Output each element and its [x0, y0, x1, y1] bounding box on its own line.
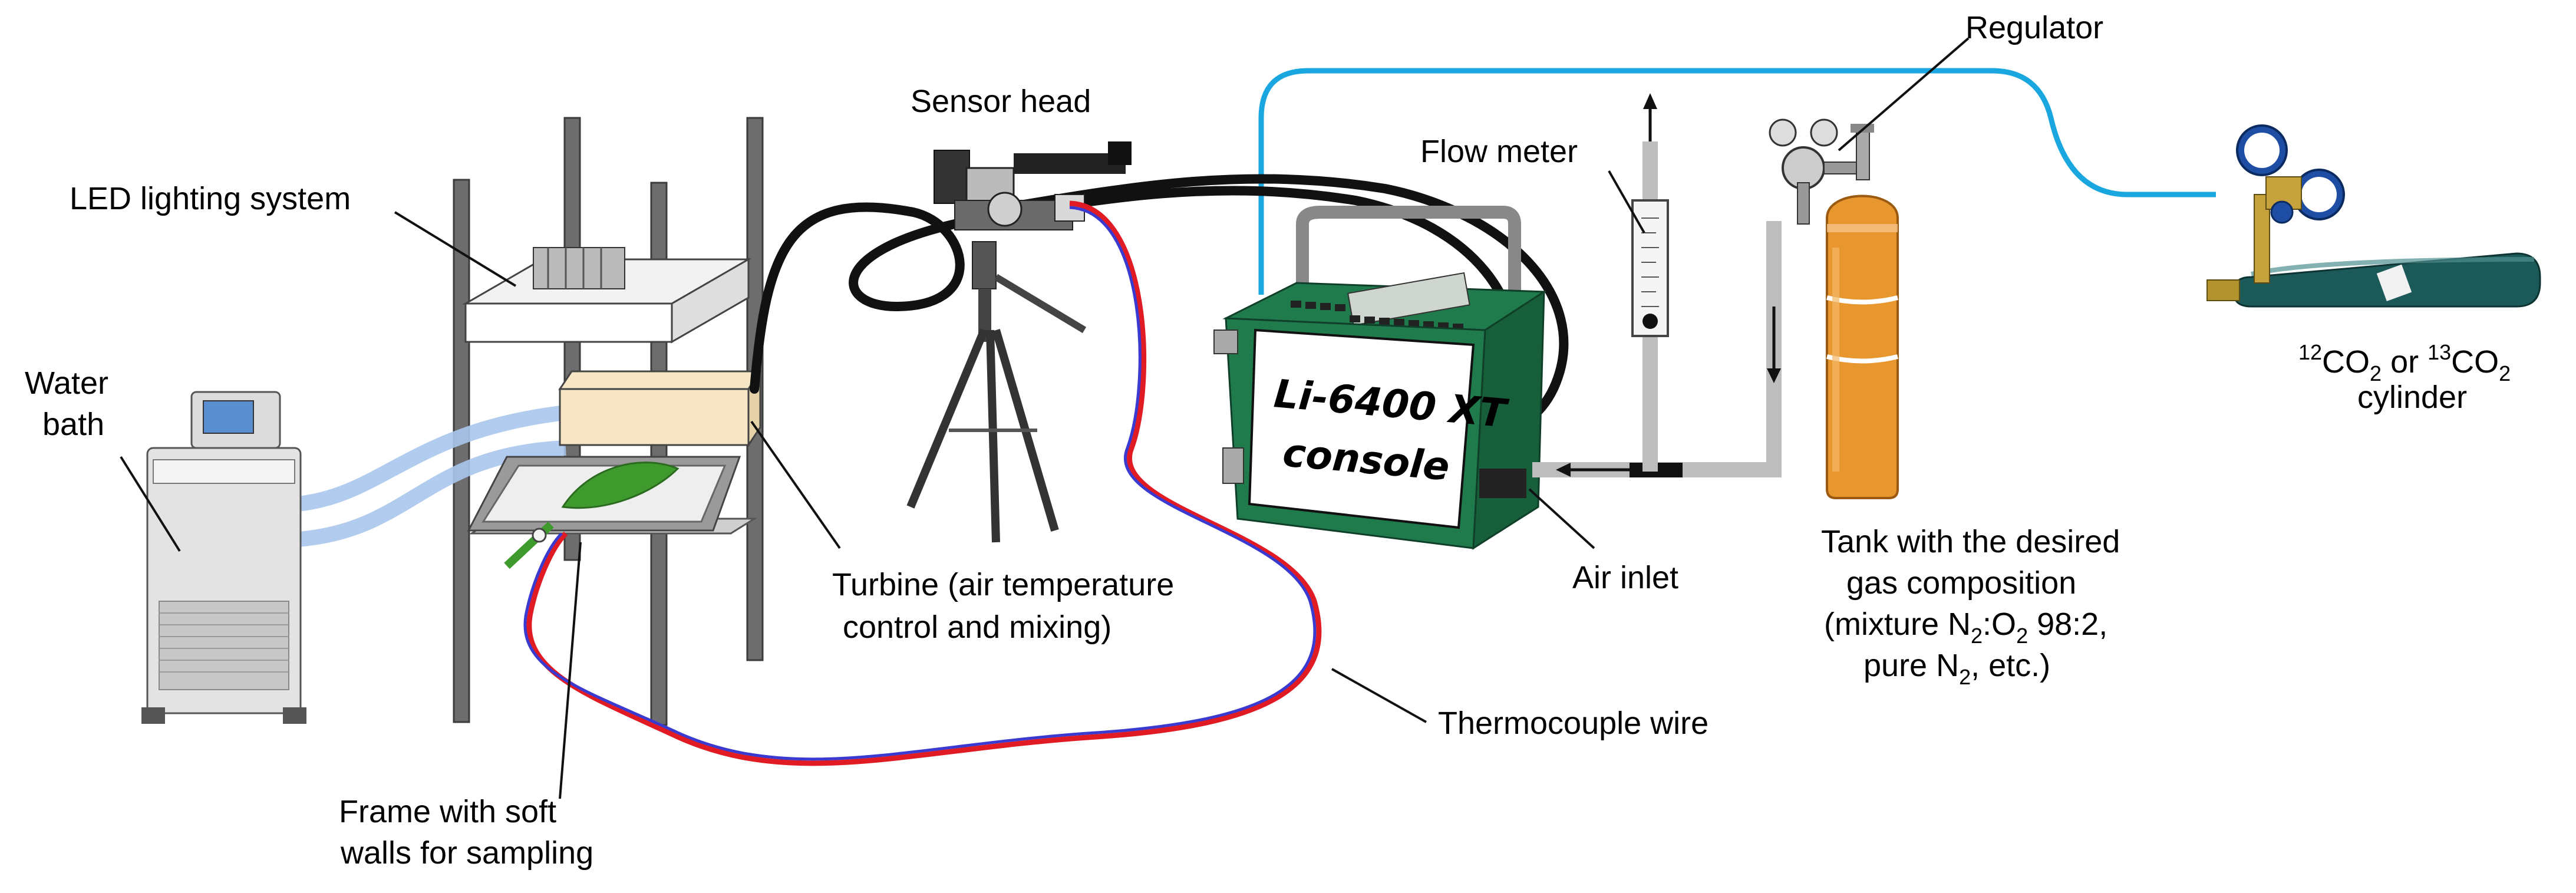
- label-cylinder-line1: 12CO2 or 13CO2: [2298, 340, 2511, 385]
- water-hoses: [296, 405, 567, 547]
- co2-supply-tube: [1258, 68, 2216, 295]
- li6400-console: Li-6400 XT console: [1213, 206, 1547, 550]
- label-frame-line1: Frame with soft: [339, 794, 556, 829]
- label-regulator: Regulator: [1965, 10, 2103, 45]
- label-tank-line2: gas composition: [1846, 565, 2076, 601]
- co2-cylinder: [2206, 124, 2541, 308]
- label-turbine-line1: Turbine (air temperature: [832, 567, 1174, 602]
- label-tank-line3: (mixture N2:O2 98:2,: [1824, 607, 2107, 648]
- console-label-panel: [1248, 328, 1475, 529]
- label-cylinder-line2: cylinder: [2357, 380, 2467, 415]
- label-thermocouple-wire: Thermocouple wire: [1438, 706, 1708, 741]
- label-water-bath-line1: Water: [25, 365, 108, 401]
- label-sensor-head: Sensor head: [911, 84, 1091, 119]
- tripod: [906, 241, 1087, 543]
- sampling-frame: [467, 456, 741, 569]
- label-led-lighting-system: LED lighting system: [70, 181, 351, 216]
- label-flow-meter: Flow meter: [1420, 134, 1578, 169]
- label-tank-line1: Tank with the desired: [1821, 524, 2120, 559]
- label-tank-line4: pure N2, etc.): [1863, 648, 2050, 689]
- tank-regulator: [1769, 118, 1874, 225]
- flow-meter: [1631, 93, 1669, 472]
- gas-tank: [1826, 195, 1899, 499]
- leaf: [561, 462, 680, 509]
- label-turbine-line2: control and mixing): [843, 609, 1111, 645]
- label-water-bath-line2: bath: [42, 407, 104, 442]
- led-lighting-system: [462, 247, 752, 344]
- sensor-head: [934, 141, 1132, 230]
- turbine: [558, 368, 762, 448]
- leader-lines: [120, 37, 1970, 799]
- label-air-inlet: Air inlet: [1572, 560, 1678, 595]
- water-bath: [141, 391, 306, 724]
- thermocouple-wire-blue: [523, 206, 1317, 761]
- label-frame-line2: walls for sampling: [340, 835, 593, 871]
